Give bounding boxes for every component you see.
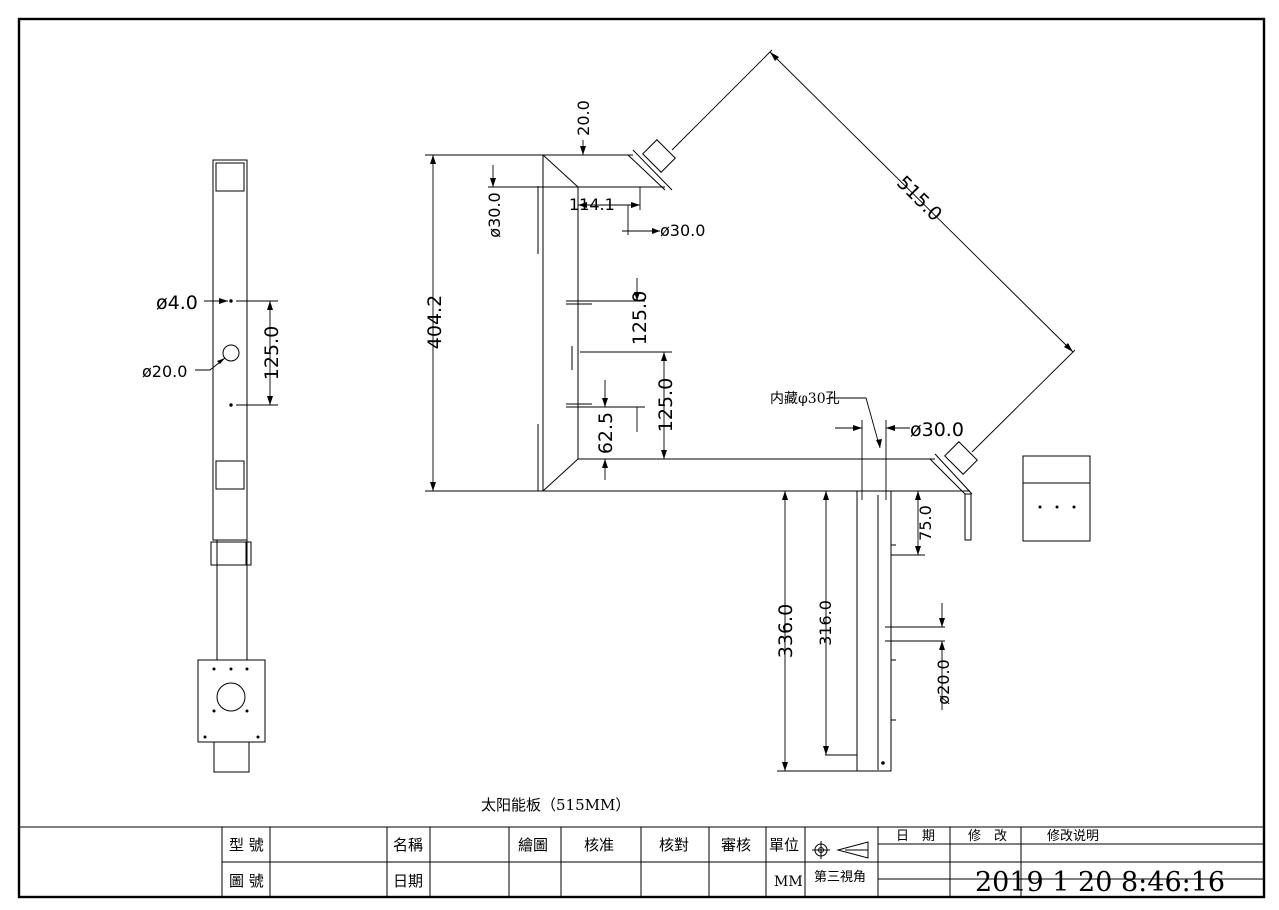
- mid-spacing-label: 125.0: [655, 378, 677, 432]
- unit-label: 單位: [769, 836, 799, 854]
- projection-label: 第三視角: [814, 870, 866, 885]
- top-width-label: 114.1: [569, 195, 615, 214]
- inner-hole-note: 内藏φ30孔: [770, 391, 840, 407]
- rev-note-header: 修改说明: [1047, 829, 1099, 844]
- date-label: 日期: [393, 872, 423, 890]
- pole-top-offset-label: 75.0: [916, 505, 935, 541]
- diagonal-label: 515.0: [892, 172, 946, 226]
- front-view-dimensions: [425, 49, 1076, 772]
- pole-hole-label: ø20.0: [934, 659, 953, 704]
- title-block: [19, 826, 1264, 897]
- timestamp: 2019 1 20 8:46:16: [975, 867, 1225, 898]
- side-view: [195, 159, 278, 773]
- front-view: [537, 139, 1091, 772]
- side-hole-small-label: ø4.0: [156, 292, 198, 314]
- drawn-label: 繪圖: [518, 836, 548, 854]
- reviewed-label: 審核: [721, 836, 751, 854]
- unit-value: MM: [774, 874, 803, 890]
- drawing-frame: [17, 17, 1266, 899]
- upper-spacing-label: 125.0: [629, 291, 651, 345]
- top-offset-label: 20.0: [574, 100, 593, 136]
- approved-label: 核准: [584, 836, 614, 854]
- rev-date-header: 日 期: [896, 829, 935, 844]
- drawing-no-label: 圖 號: [229, 872, 264, 890]
- rev-change-header: 修 改: [968, 829, 1007, 844]
- side-spacing-label: 125.0: [261, 326, 283, 380]
- name-label: 名稱: [393, 836, 423, 854]
- top-hole-left-label: ø30.0: [485, 192, 504, 237]
- bottom-offset-label: 62.5: [595, 412, 617, 454]
- model-label: 型 號: [229, 836, 264, 854]
- drawing-caption: 太阳能板（515MM）: [481, 796, 630, 814]
- pole-length-label: 336.0: [775, 604, 797, 658]
- total-height-label: 404.2: [424, 295, 446, 349]
- pole-inner-label: 316.0: [816, 600, 835, 646]
- checked-label: 核對: [659, 836, 689, 854]
- side-hole-large-label: ø20.0: [142, 362, 187, 381]
- top-hole-right-label: ø30.0: [660, 221, 705, 240]
- lower-hole-label: ø30.0: [910, 419, 964, 441]
